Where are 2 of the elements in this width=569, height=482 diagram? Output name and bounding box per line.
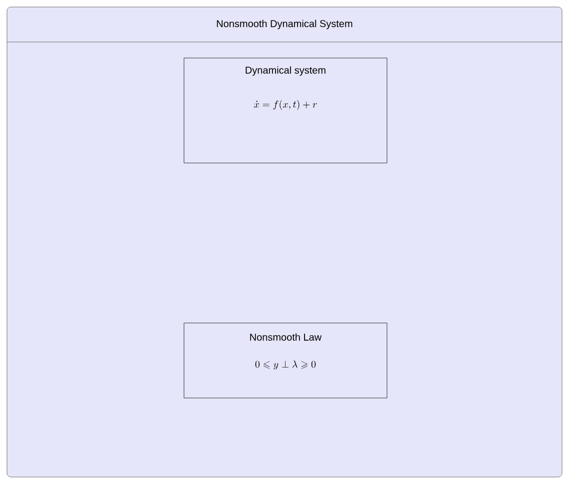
process-box: Dynamical system $\dot{x} = f(x,t) + r$ [184, 58, 388, 164]
process-box: Nonsmooth Law $0 \leqslant y \perp \lambda \geqslant 0$ [184, 322, 388, 398]
